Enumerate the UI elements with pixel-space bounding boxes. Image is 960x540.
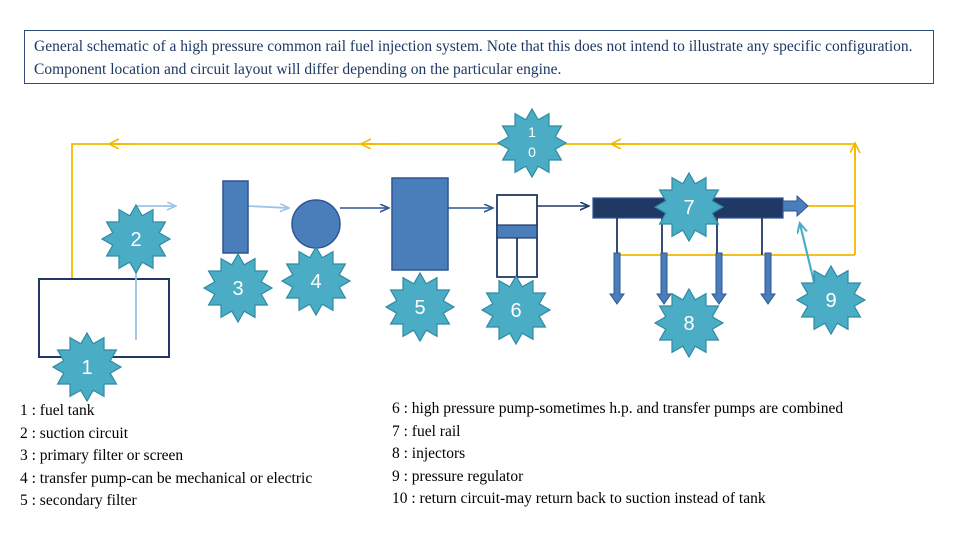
badge-1: 1 [51, 331, 123, 403]
secondary-filter [391, 177, 449, 271]
badge-label: 6 [510, 300, 521, 322]
return-line-main [71, 143, 856, 295]
badge-starburst [653, 171, 725, 243]
badge-label: 0 [528, 144, 536, 160]
legend-item-secondary-filter: 5 : secondary filter [20, 492, 137, 509]
legend-item-injectors: 8 : injectors [392, 445, 466, 462]
badge-label: 1 [528, 124, 536, 140]
high-pressure-pump [496, 194, 538, 278]
badge-starburst [280, 245, 352, 317]
injector-2 [656, 252, 672, 305]
badge-starburst [202, 252, 274, 324]
badge-label: 7 [683, 197, 694, 219]
badge-5: 5 [384, 271, 456, 343]
legend-item-high-pressure-pump: 6 : high pressure pump-sometimes h.p. an… [392, 400, 844, 417]
badge-4: 4 [280, 245, 352, 317]
primary-filter [222, 180, 249, 254]
legend-item-fuel-rail: 7 : fuel rail [392, 422, 461, 440]
badge-starburst [480, 274, 552, 346]
badge-10: 10 [496, 107, 568, 179]
badge-starburst [653, 287, 725, 359]
badge-7: 7 [653, 171, 725, 243]
badge-label: 8 [683, 313, 694, 335]
badge-label: 1 [81, 357, 92, 379]
legend-item-transfer-pump: 4 : transfer pump-can be mechanical or e… [20, 469, 313, 487]
rail-outlet-arrow [782, 194, 809, 218]
diagram-caption: General schematic of a high pressure com… [24, 30, 934, 84]
badge-starburst [795, 264, 867, 336]
badge-starburst [100, 203, 172, 275]
badge-label: 3 [232, 278, 243, 300]
legend-left: 1 : fuel tank 2 : suction circuit 3 : pr… [20, 400, 312, 513]
badge-9: 9 [795, 264, 867, 336]
badge-starburst [384, 271, 456, 343]
badge-6: 6 [480, 274, 552, 346]
injector-4 [760, 252, 776, 305]
transfer-pump [291, 199, 341, 249]
badge-2: 2 [100, 203, 172, 275]
legend-item-return-circuit: 10 : return circuit-may return back to s… [392, 490, 766, 507]
legend-item-primary-filter: 3 : primary filter or screen [20, 447, 184, 464]
badge-label: 9 [825, 290, 836, 312]
legend-item-pressure-regulator: 9 : pressure regulator [392, 467, 524, 485]
regulator-pointer-arrow [800, 224, 816, 283]
return-circuit [71, 143, 856, 295]
hp-pump-piston [496, 224, 538, 239]
badge-starburst [51, 331, 123, 403]
legend-right: 6 : high pressure pump-sometimes h.p. an… [392, 398, 843, 511]
injector-1 [609, 252, 625, 305]
injectors [609, 252, 776, 305]
legend-item-fuel-tank: 1 : fuel tank [20, 402, 95, 419]
badge-3: 3 [202, 252, 274, 324]
badge-label: 5 [414, 297, 425, 319]
filter-to-pump-line [247, 206, 288, 208]
badge-label: 4 [310, 271, 321, 293]
badge-label: 2 [130, 229, 141, 251]
badge-starburst [496, 107, 568, 179]
badge-8: 8 [653, 287, 725, 359]
injector-3 [711, 252, 727, 305]
legend-item-suction-circuit: 2 : suction circuit [20, 424, 129, 442]
